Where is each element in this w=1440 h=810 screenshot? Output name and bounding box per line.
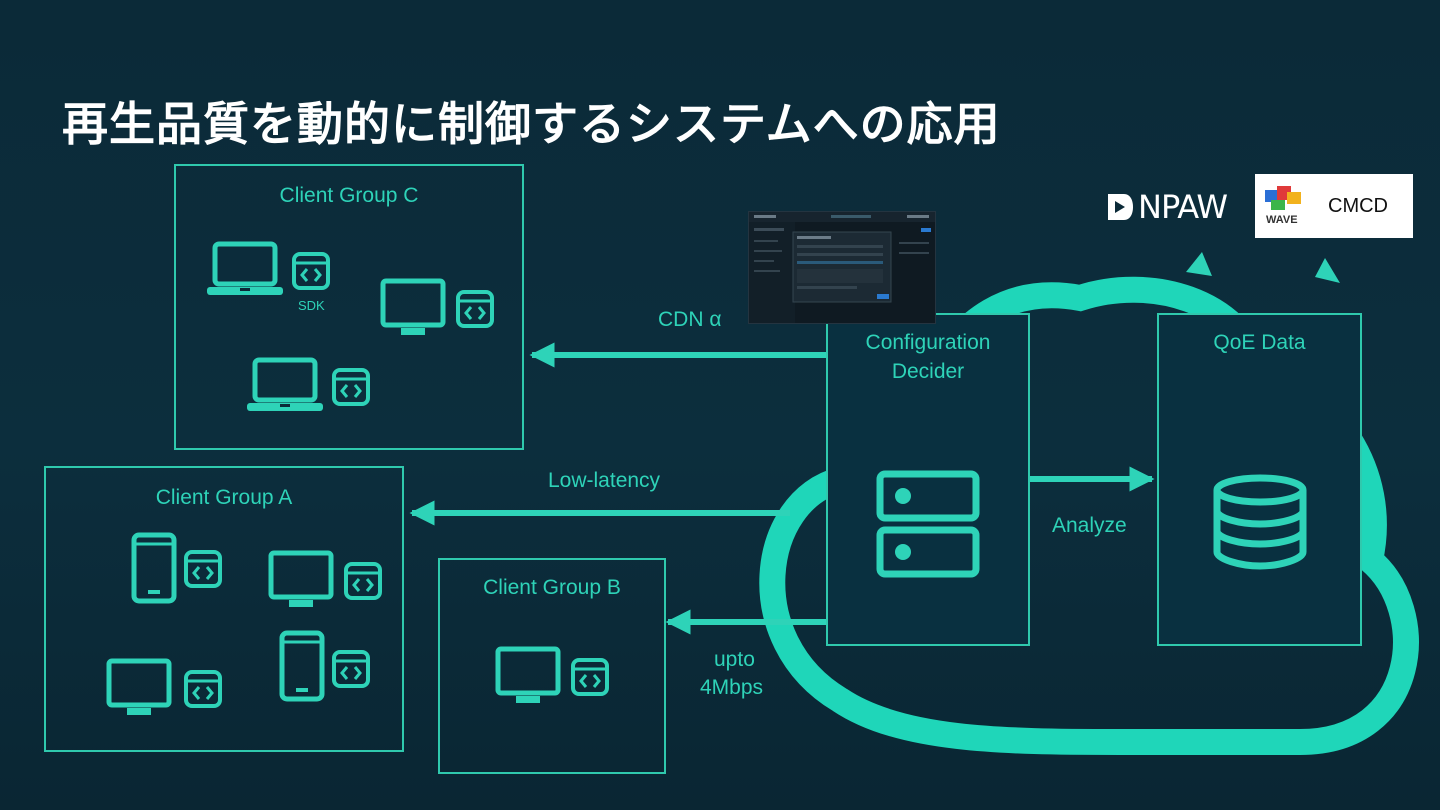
- console-screenshot: [748, 211, 936, 324]
- sdk-code-icon: [344, 562, 382, 600]
- client-group-c-label: Client Group C: [279, 184, 419, 207]
- analyze-label: Analyze: [1052, 514, 1127, 537]
- monitor-icon: [268, 550, 334, 607]
- client-group-c: Client Group C: [174, 164, 524, 450]
- sdk-label: SDK: [298, 298, 325, 313]
- sdk-code-icon: [456, 290, 494, 328]
- monitor-icon: [106, 658, 172, 715]
- cdn-label: CDN α: [658, 308, 722, 331]
- low-latency-label: Low-latency: [548, 469, 661, 492]
- sdk-code-icon: [332, 368, 370, 406]
- decider-label-line2: Decider: [891, 360, 965, 383]
- phone-icon: [131, 532, 177, 604]
- client-group-b-label: Client Group B: [483, 576, 621, 599]
- server-icon: [876, 470, 980, 578]
- npaw-logo: NPAW: [1106, 188, 1228, 226]
- laptop-icon: [207, 241, 283, 295]
- wave-text: WAVE: [1266, 214, 1298, 226]
- qoe-data-box: QoE Data: [1157, 313, 1362, 646]
- laptop-icon: [247, 357, 323, 411]
- upto-label-line2: 4Mbps: [700, 676, 764, 699]
- configuration-decider-box: Configuration Decider: [826, 313, 1030, 646]
- client-group-b: Client Group B: [438, 558, 666, 774]
- cmcd-text: CMCD: [1328, 195, 1388, 217]
- client-group-a: Client Group A: [44, 466, 404, 752]
- sdk-code-icon: [184, 550, 222, 588]
- npaw-text: NPAW: [1138, 188, 1228, 226]
- page-title: 再生品質を動的に制御するシステムへの応用: [62, 97, 1001, 151]
- sdk-code-icon: [332, 650, 370, 688]
- upto-label-line1: upto: [714, 648, 755, 671]
- wave-logo-icon: [1265, 186, 1301, 210]
- monitor-icon: [495, 646, 561, 703]
- triangle-cmcd: [1315, 258, 1340, 283]
- monitor-icon: [380, 278, 446, 335]
- triangle-npaw: [1186, 252, 1212, 276]
- decider-label-line1: Configuration: [865, 331, 991, 354]
- sdk-code-icon: [292, 252, 330, 290]
- client-group-a-label: Client Group A: [155, 486, 293, 509]
- qoe-data-label: QoE Data: [1213, 331, 1306, 354]
- sdk-code-icon: [184, 670, 222, 708]
- database-icon: [1213, 474, 1307, 570]
- npaw-play-icon: [1108, 194, 1133, 220]
- sdk-code-icon: [571, 658, 609, 696]
- cmcd-card: WAVE CMCD: [1255, 174, 1413, 238]
- cloud-outline: [759, 276, 1419, 755]
- phone-icon: [279, 630, 325, 702]
